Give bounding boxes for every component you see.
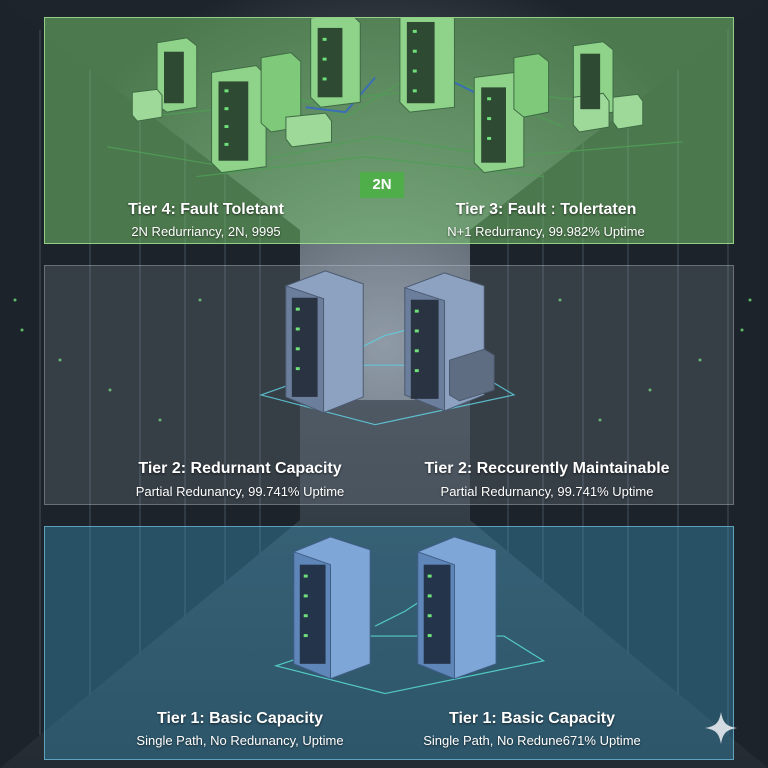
redundancy-2n-badge: 2N	[360, 172, 404, 198]
tier4-title: Tier 4: Fault Toletant	[128, 201, 284, 218]
tier2-left-title: Tier 2: Redurnant Capacity	[138, 460, 342, 477]
tier4-tier3-panel	[44, 17, 734, 244]
tier2-panel	[44, 265, 734, 505]
sparkle-icon	[705, 712, 737, 744]
tier2-right-subtitle: Partial Redurnancy, 99.741% Uptime	[440, 484, 654, 499]
tier1-panel	[44, 526, 734, 760]
tier2-right-title: Tier 2: Reccurently Maintainable	[424, 460, 670, 477]
tier4-server-cluster-illustration	[107, 18, 683, 178]
tier4-subtitle: 2N Redurriancy, 2N, 9995	[131, 224, 281, 239]
tier1-right-title: Tier 1: Basic Capacity	[448, 710, 615, 727]
tier1-left-title: Tier 1: Basic Capacity	[156, 710, 323, 727]
tier2-server-pair-illustration	[259, 270, 516, 426]
green-server-rack-icon	[131, 18, 644, 174]
tier1-right-subtitle: Single Path, No Redune671% Uptime	[423, 733, 641, 748]
tier1-left-subtitle: Single Path, No Redunancy, Uptime	[136, 733, 344, 748]
tier3-subtitle: N+1 Redurrancy, 99.982% Uptime	[447, 224, 645, 239]
tier3-title: Tier 3: Fault ː Tolertaten	[455, 201, 637, 218]
tier2-left-subtitle: Partial Redunancy, 99.741% Uptime	[135, 484, 345, 499]
tier1-server-pair-illustration	[273, 536, 546, 695]
